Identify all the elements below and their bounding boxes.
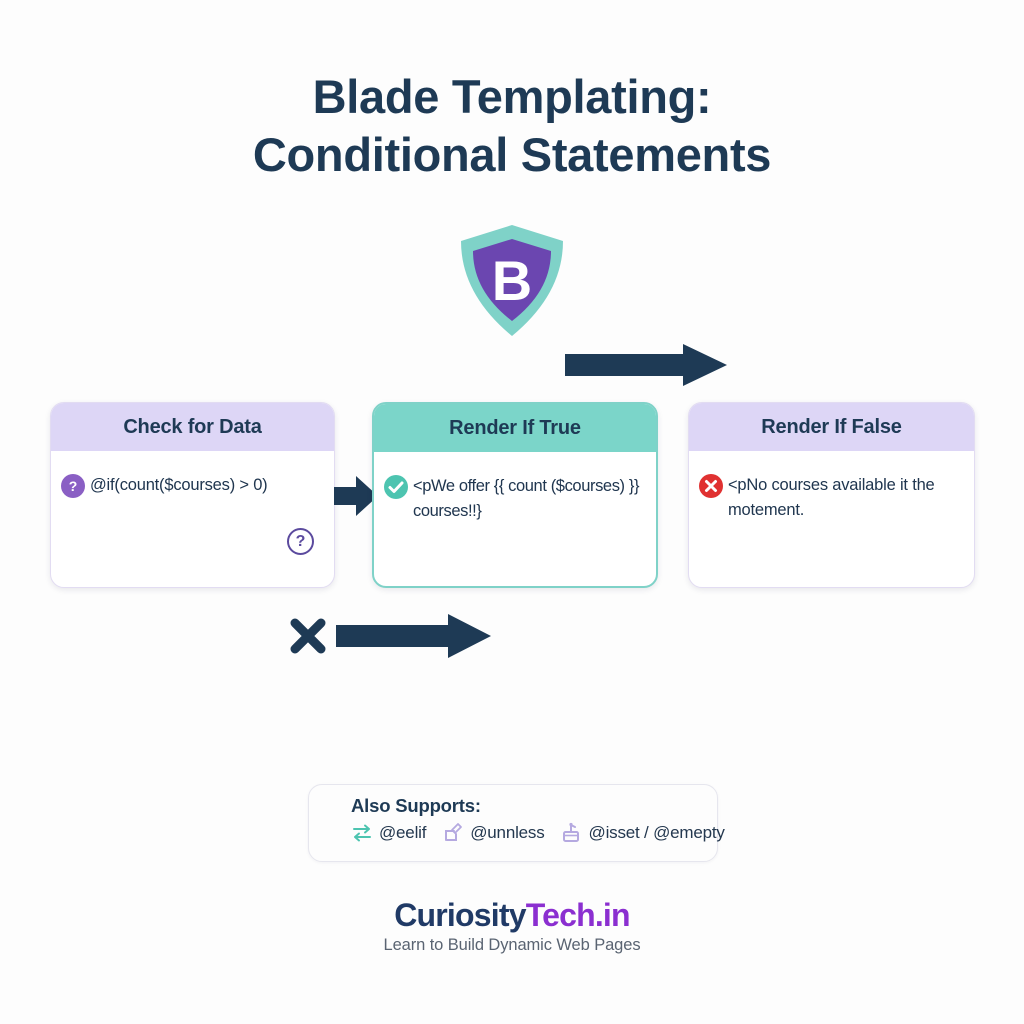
footer-tagline: Learn to Build Dynamic Web Pages — [383, 936, 641, 954]
supports-item-unless[interactable]: @unnless — [442, 822, 545, 844]
also-supports-panel: Also Supports: @eelif @unnless — [308, 784, 725, 862]
supports-label-elseif: @eelif — [379, 823, 427, 842]
supports-label-isset-empty: @isset / @emepty — [588, 823, 725, 842]
question-circle-icon: ? — [61, 474, 85, 498]
brand-part-curiosity: Curiosity — [394, 897, 526, 933]
arrow-right-bottom-icon — [336, 612, 491, 660]
supports-label-unless: @unnless — [470, 823, 545, 842]
x-mark-icon — [288, 614, 328, 658]
error-circle-icon — [699, 474, 723, 498]
supports-item-elseif[interactable]: @eelif — [351, 822, 426, 844]
question-outline-icon[interactable]: ? — [287, 528, 314, 555]
branch-edit-icon — [445, 823, 463, 841]
svg-text:?: ? — [69, 478, 78, 494]
card-2-code: <pWe offer {{ count ($courses) }} course… — [413, 477, 640, 520]
arrow-right-middle-icon — [334, 473, 378, 519]
card-render-if-false[interactable]: Render If False <pNo courses available i… — [688, 402, 975, 588]
two-way-arrows-icon — [353, 824, 371, 842]
brand-name[interactable]: CuriosityTech.in — [0, 896, 1024, 934]
card-1-body: ? @if(count($courses) > 0) ? — [51, 451, 334, 587]
card-2-body: <pWe offer {{ count ($courses) }} course… — [374, 452, 656, 586]
also-supports-title: Also Supports: — [351, 795, 481, 816]
page-title: Blade Templating: Conditional Statements — [0, 68, 1024, 184]
card-3-code: <pNo courses available it the motement. — [728, 476, 935, 519]
card-1-title: Check for Data — [51, 403, 334, 451]
card-check-for-data[interactable]: Check for Data ? @if(count($courses) > 0… — [50, 402, 335, 588]
footer-branding: CuriosityTech.in Learn to Build Dynamic … — [0, 896, 1024, 955]
also-supports-list: @eelif @unnless @isset / @emepty — [351, 822, 725, 844]
card-3-body: <pNo courses available it the motement. — [689, 451, 974, 587]
brand-part-techin: Tech.in — [525, 897, 631, 933]
arrow-right-top-icon — [565, 344, 727, 386]
title-line-2: Conditional Statements — [252, 128, 772, 181]
card-2-title: Render If True — [374, 404, 656, 452]
card-3-title: Render If False — [689, 403, 974, 451]
card-render-if-true[interactable]: Render If True <pWe offer {{ count ($cou… — [372, 402, 658, 588]
shield-letter: B — [492, 249, 532, 312]
card-1-code: @if(count($courses) > 0) — [90, 476, 268, 494]
check-circle-icon — [384, 475, 408, 499]
blade-shield-logo: B — [455, 222, 569, 340]
box-check-icon — [562, 822, 579, 842]
title-line-1: Blade Templating: — [312, 70, 712, 123]
supports-item-isset-empty[interactable]: @isset / @emepty — [561, 822, 725, 844]
